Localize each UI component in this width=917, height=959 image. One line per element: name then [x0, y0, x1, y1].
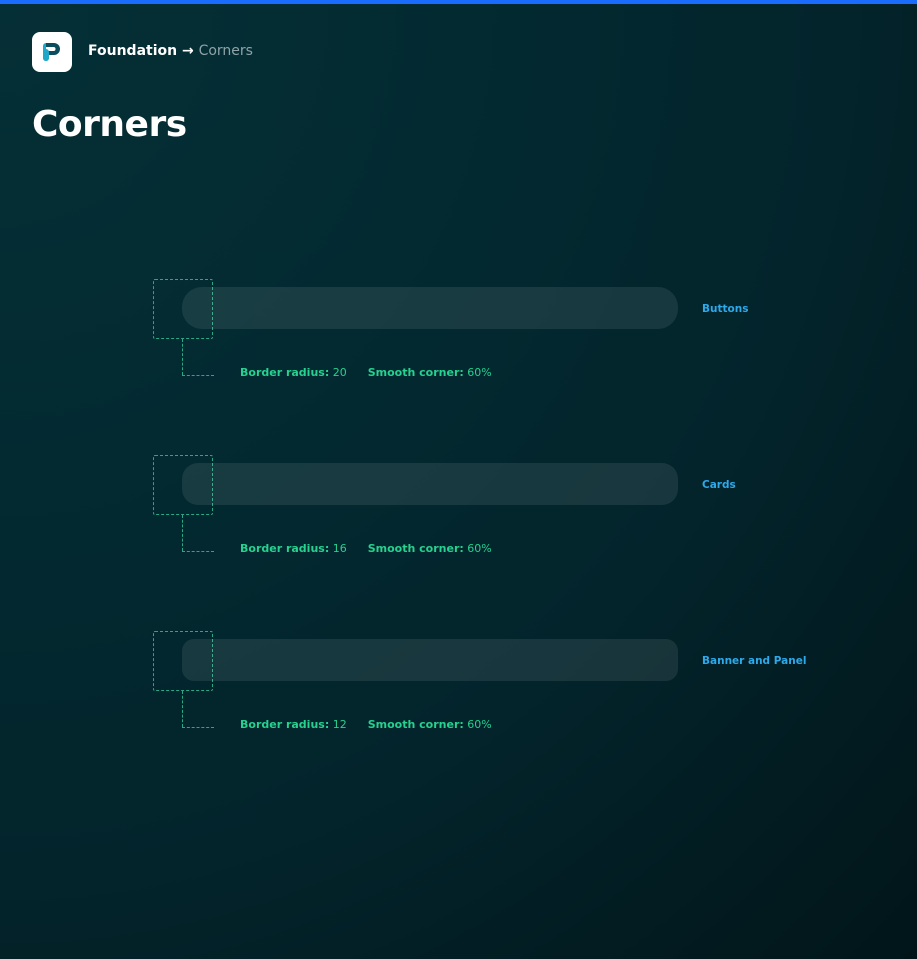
corner-guide-box — [153, 631, 213, 691]
leader-line-vertical — [182, 515, 183, 551]
smooth-label: Smooth corner: — [367, 366, 464, 379]
corner-guide-box — [153, 279, 213, 339]
radius-label: Border radius: — [240, 718, 330, 731]
usage-label: Banner and Panel — [702, 655, 807, 667]
corner-specimen-banner-panel: Banner and Panel Border radius: 12 Smoot… — [0, 631, 917, 751]
smooth-value: 60% — [467, 542, 492, 555]
corner-specimen-buttons: Buttons Border radius: 20 Smooth corner:… — [0, 279, 917, 399]
breadcrumb-current: Corners — [198, 43, 253, 59]
smooth-label: Smooth corner: — [367, 718, 464, 731]
leader-line-horizontal — [182, 375, 214, 376]
corner-specimen-cards: Cards Border radius: 16 Smooth corner: 6… — [0, 455, 917, 575]
breadcrumb: Foundation → Corners — [88, 43, 253, 59]
smooth-value: 60% — [467, 366, 492, 379]
top-accent-bar — [0, 0, 917, 4]
radius-value: 20 — [332, 366, 347, 379]
radius-label: Border radius: — [240, 542, 330, 555]
breadcrumb-arrow-icon: → — [181, 43, 194, 59]
radius-label: Border radius: — [240, 366, 330, 379]
sample-bar-buttons — [182, 287, 678, 329]
page-title: Corners — [32, 104, 187, 145]
spec-line: Border radius: 12 Smooth corner: 60% — [240, 718, 492, 731]
radius-value: 12 — [332, 718, 347, 731]
spec-line: Border radius: 20 Smooth corner: 60% — [240, 366, 492, 379]
leader-line-horizontal — [182, 727, 214, 728]
app-logo[interactable] — [32, 32, 72, 72]
corner-guide-box — [153, 455, 213, 515]
leader-line-vertical — [182, 691, 183, 727]
smooth-label: Smooth corner: — [367, 542, 464, 555]
usage-label: Cards — [702, 479, 736, 491]
breadcrumb-parent[interactable]: Foundation — [88, 43, 178, 59]
leader-line-horizontal — [182, 551, 214, 552]
sample-bar-cards — [182, 463, 678, 505]
spec-line: Border radius: 16 Smooth corner: 60% — [240, 542, 492, 555]
radius-value: 16 — [332, 542, 347, 555]
sample-bar-banner-panel — [182, 639, 678, 681]
leader-line-vertical — [182, 339, 183, 375]
logo-icon — [43, 43, 60, 61]
usage-label: Buttons — [702, 303, 749, 315]
smooth-value: 60% — [467, 718, 492, 731]
